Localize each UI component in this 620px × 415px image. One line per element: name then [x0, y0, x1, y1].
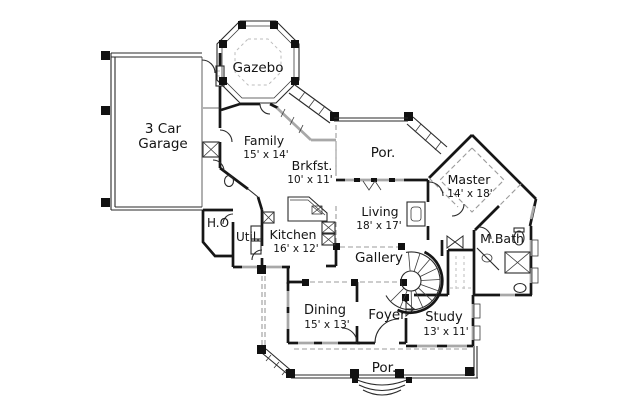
- mbath-walls: [446, 205, 539, 297]
- door-arc: [428, 181, 444, 197]
- gazebo-post: [238, 21, 246, 29]
- fireplace-icon: [406, 201, 426, 227]
- porch-bottom-structure: [257, 265, 478, 396]
- room-label-util: Util.: [236, 230, 260, 244]
- room-dims-dining: 15' x 13': [304, 319, 349, 331]
- room-dims-master: 14' x 18': [447, 188, 492, 200]
- porch-column: [395, 369, 404, 378]
- room-label-foyer: Foyer: [368, 307, 406, 323]
- living-walls: [326, 146, 444, 268]
- gazebo-post: [219, 40, 227, 48]
- study-walls: [406, 293, 481, 348]
- toilet-icon: [513, 227, 525, 246]
- room-label-gallery: Gallery: [355, 250, 403, 266]
- door-arc: [259, 103, 271, 115]
- room-dims-kitchen: 16' x 12': [273, 243, 318, 255]
- room-label-master: Master: [448, 172, 492, 187]
- gazebo-post: [270, 21, 278, 29]
- room-label-por-bottom: Por.: [372, 360, 397, 376]
- porch-column: [330, 112, 339, 121]
- front-steps: [352, 377, 412, 396]
- walkway-master: [406, 116, 448, 155]
- door-arc: [212, 159, 225, 172]
- room-labels: Gazebo 3 Car Garage Family 15' x 14' Brk…: [138, 60, 524, 376]
- walkway-gazebo: [288, 84, 337, 124]
- room-label-brkfst: Brkfst.: [292, 158, 333, 173]
- pilaster: [101, 51, 110, 60]
- door-arc: [341, 327, 358, 344]
- family-walls: [212, 102, 336, 211]
- porch-column: [286, 369, 295, 378]
- garage-walls: [101, 51, 205, 211]
- pilaster: [101, 198, 110, 207]
- porch-column: [465, 367, 474, 376]
- gazebo-post: [291, 77, 299, 85]
- room-label-garage-2: Garage: [138, 136, 187, 152]
- toilet-icon: [223, 174, 235, 188]
- gazebo-post: [219, 77, 227, 85]
- double-door-icon: [446, 235, 464, 249]
- room-label-dining: Dining: [304, 303, 346, 318]
- room-dims-brkfst: 10' x 11': [287, 174, 332, 186]
- porch-column: [350, 369, 359, 378]
- porch-column: [257, 345, 266, 354]
- door-arc: [222, 213, 234, 225]
- room-dims-study: 13' x 11': [423, 326, 468, 338]
- room-label-family: Family: [244, 133, 285, 148]
- sink-icon: [476, 247, 500, 271]
- room-dims-living: 18' x 17': [356, 220, 401, 232]
- room-label-mbath: M.Bath: [480, 231, 524, 246]
- door-arc: [451, 203, 465, 217]
- ho-util-walls: [201, 208, 235, 267]
- room-label-study: Study: [425, 310, 463, 325]
- room-dims-family: 15' x 14': [243, 149, 288, 161]
- door-arc: [219, 129, 233, 143]
- room-label-por-top: Por.: [371, 145, 396, 161]
- kitchen-cabinets: [262, 211, 336, 246]
- gazebo-structure: [216, 20, 300, 104]
- spiral-staircase-icon: [385, 250, 444, 314]
- tub-icon: [513, 282, 527, 294]
- room-label-ho: H.O: [207, 216, 229, 230]
- shower-icon: [504, 251, 531, 274]
- gazebo-post: [291, 40, 299, 48]
- kitchen-island: [287, 196, 328, 222]
- room-label-living: Living: [361, 204, 398, 219]
- room-label-kitchen: Kitchen: [270, 227, 317, 242]
- front-door-arc: [374, 318, 400, 344]
- porch-column: [404, 112, 413, 121]
- porch-column: [257, 265, 266, 274]
- pilaster: [101, 106, 110, 115]
- porch-top: [330, 112, 413, 176]
- room-label-garage-1: 3 Car: [145, 121, 182, 137]
- foyer-walls: [341, 282, 416, 345]
- room-label-gazebo: Gazebo: [233, 60, 284, 76]
- door-arc: [201, 59, 216, 74]
- door-arc: [478, 226, 492, 240]
- window-mark: [362, 180, 382, 191]
- washer-dryer: [250, 225, 262, 255]
